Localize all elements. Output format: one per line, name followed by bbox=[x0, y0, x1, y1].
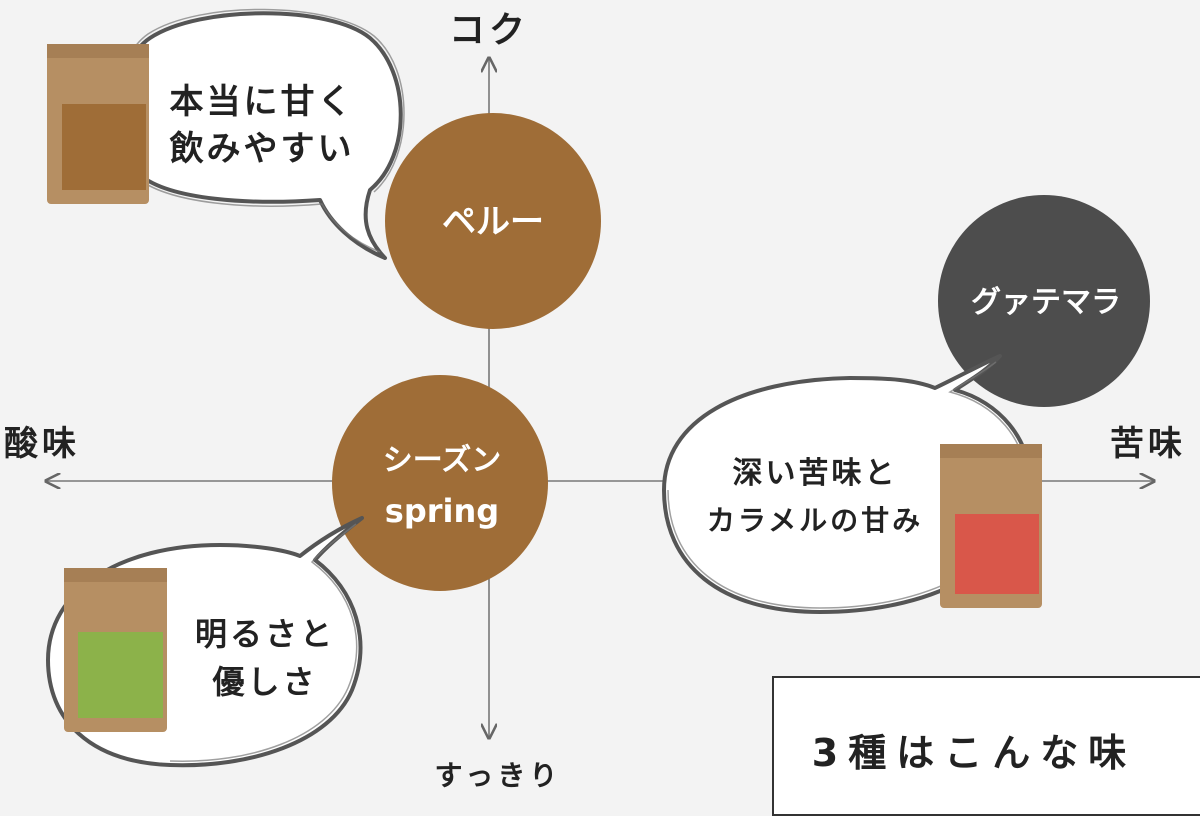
caption-box: 3種はこんな味 bbox=[772, 676, 1200, 816]
guatemala-bag-label bbox=[955, 514, 1039, 594]
axis-label-top: コク bbox=[449, 10, 529, 51]
guatemala-speech-bubble: 深い苦味と カラメルの甘み bbox=[662, 354, 1032, 614]
peru-bag-label bbox=[62, 104, 146, 190]
peru-bubble-line1: 本当に甘く bbox=[170, 82, 355, 122]
spring-bubble-line1: 明るさと bbox=[195, 615, 335, 653]
spring-bubble-line2: 優しさ bbox=[211, 663, 317, 701]
peru-name: ペルー bbox=[442, 202, 544, 242]
guatemala-circle[interactable] bbox=[938, 195, 1150, 407]
spring-circle[interactable] bbox=[332, 375, 548, 591]
axis-label-bottom: すっきり bbox=[435, 759, 562, 792]
guatemala-bubble-line2: カラメルの甘み bbox=[707, 504, 923, 537]
caption-text: 3種はこんな味 bbox=[811, 731, 1137, 775]
peru-bubble-line2: 飲みやすい bbox=[170, 129, 355, 169]
spring-bag-label bbox=[78, 632, 163, 718]
peru-speech-bubble: 本当に甘く 飲みやすい bbox=[114, 8, 405, 260]
spring-name-line1: シーズン bbox=[383, 443, 502, 478]
guatemala-coffee-bag bbox=[940, 444, 1042, 608]
axis-label-left: 酸味 bbox=[4, 424, 80, 464]
peru-circle[interactable] bbox=[385, 113, 601, 329]
spring-name-line2: spring bbox=[385, 492, 499, 530]
spring-coffee-bag bbox=[64, 568, 167, 732]
axis-label-right: 苦味 bbox=[1110, 424, 1186, 464]
peru-coffee-bag bbox=[47, 44, 149, 204]
guatemala-name: グァテマラ bbox=[971, 285, 1121, 320]
guatemala-bubble-line1: 深い苦味と bbox=[733, 456, 898, 491]
